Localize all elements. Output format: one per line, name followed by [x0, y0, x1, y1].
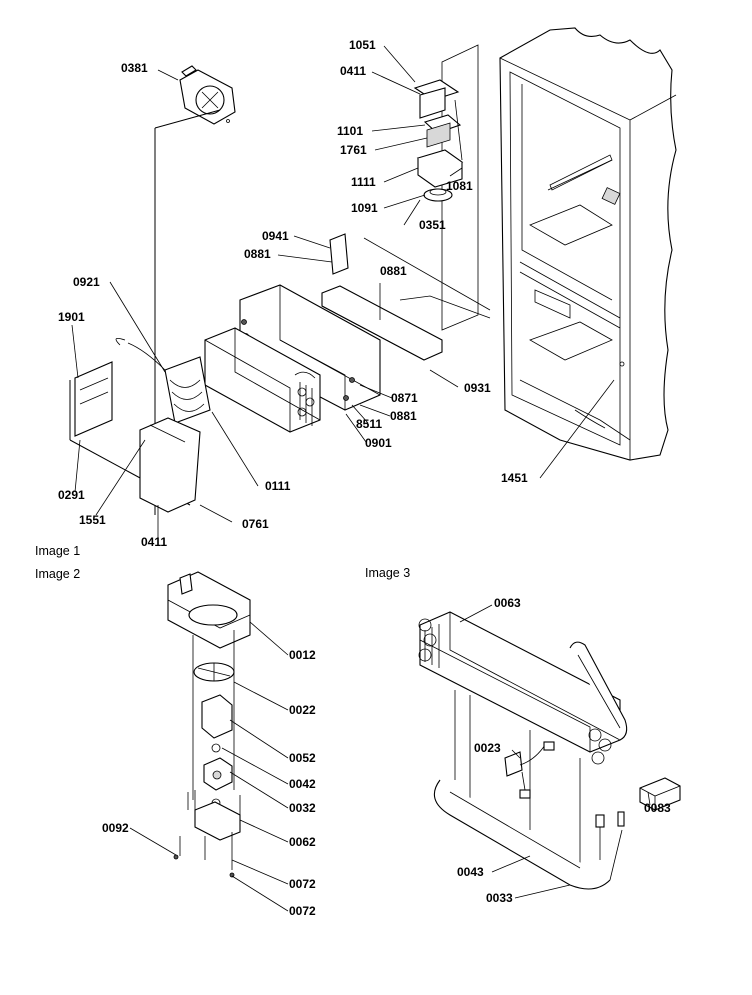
part-label: 0411	[141, 535, 167, 549]
image2-drawing	[129, 571, 289, 912]
part-label: 1761	[340, 143, 367, 157]
part-label: 0881	[380, 264, 407, 278]
part-label: 0042	[289, 777, 316, 791]
part-label: 0063	[494, 596, 521, 610]
part-label: 0761	[242, 517, 269, 531]
refrigerator-cabinet	[499, 27, 677, 461]
part-label: 8511	[356, 417, 382, 431]
part-label: 0023	[474, 741, 501, 755]
part-label: 0901	[365, 436, 392, 450]
image1-leaders	[71, 45, 615, 538]
caption-image2: Image 2	[35, 567, 80, 581]
part-label: 0092	[102, 821, 129, 835]
part-label: 1091	[351, 201, 378, 215]
part-label: 0871	[391, 391, 418, 405]
part-label: 1901	[58, 310, 85, 324]
image3-drawing	[418, 604, 681, 899]
image1-part-labels: 0381 1051 0411 1101 1761 1111 1091 1081 …	[58, 38, 528, 549]
part-label: 0381	[121, 61, 148, 75]
part-label: 1551	[79, 513, 106, 527]
part-label: 1081	[446, 179, 473, 193]
part-label: 1051	[349, 38, 376, 52]
part-label: 0012	[289, 648, 316, 662]
captions: Image 1 Image 2 Image 3	[35, 544, 410, 581]
image1-drawing	[69, 27, 677, 538]
image2-part-labels: 0012 0022 0052 0042 0032 0092 0062 0072 …	[102, 648, 316, 918]
part-label: 0072	[289, 904, 316, 918]
damper-assembly	[413, 79, 464, 202]
part-label: 0351	[419, 218, 446, 232]
part-label: 0033	[486, 891, 513, 905]
image3-leaders	[459, 604, 651, 899]
part-label: 0291	[58, 488, 85, 502]
fan-motor	[179, 65, 236, 125]
image2-leaders	[129, 621, 289, 912]
part-label: 0022	[289, 703, 316, 717]
part-label: 0072	[289, 877, 316, 891]
part-label: 0941	[262, 229, 289, 243]
caption-image1: Image 1	[35, 544, 80, 558]
rear-panel	[139, 417, 201, 513]
part-label: 0043	[457, 865, 484, 879]
part-label: 0083	[644, 801, 671, 815]
evaporator-coil	[204, 327, 321, 433]
part-label: 0931	[464, 381, 491, 395]
part-label: 0052	[289, 751, 316, 765]
caption-image3: Image 3	[365, 566, 410, 580]
defrost-heater	[115, 337, 211, 424]
image3-part-labels: 0063 0023 0083 0043 0033	[457, 596, 671, 905]
part-label: 1101	[337, 124, 363, 138]
part-label: 0921	[73, 275, 100, 289]
part-label: 0032	[289, 801, 316, 815]
part-label: 0881	[390, 409, 417, 423]
part-label: 0111	[265, 479, 291, 493]
part-label: 0881	[244, 247, 271, 261]
part-label: 1451	[501, 471, 528, 485]
part-label: 1111	[351, 175, 376, 189]
part-label: 0062	[289, 835, 316, 849]
part-label: 0411	[340, 64, 366, 78]
